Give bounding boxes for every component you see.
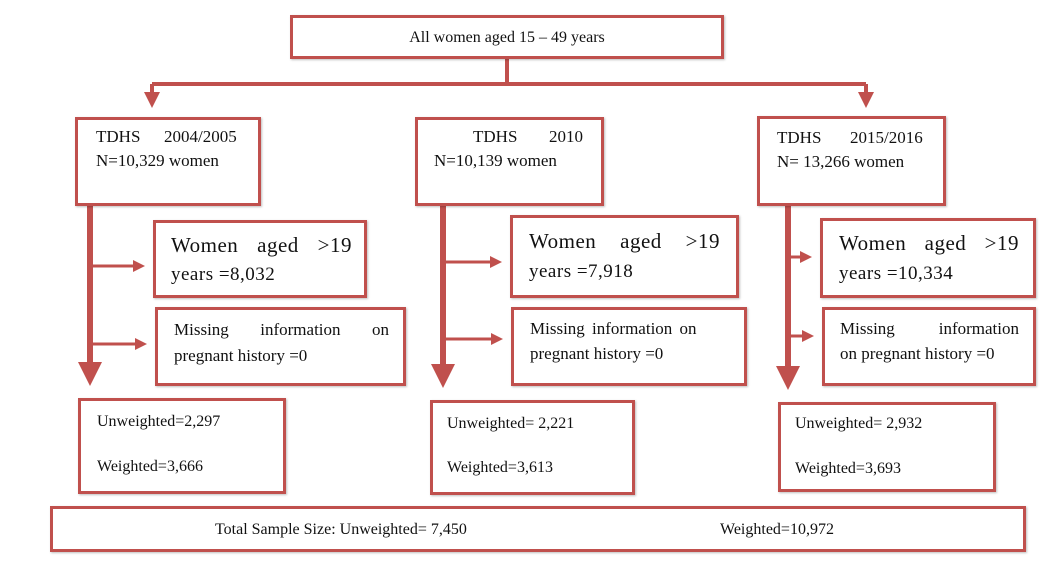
missing-count: on pregnant history =0 (840, 344, 995, 363)
survey-n: N= 13,266 women (777, 152, 905, 171)
age-count: years =8,032 (171, 264, 276, 285)
age-word: aged (924, 231, 967, 255)
weighted-value: Weighted=3,666 (97, 458, 203, 475)
sample-box-2010: Unweighted= 2,221 Weighted=3,613 (430, 400, 635, 495)
age-count: years =7,918 (529, 261, 634, 282)
age-word: Women (839, 231, 907, 255)
missing-word: information (938, 319, 1019, 338)
age-word: aged (620, 229, 662, 253)
sample-box-2004: Unweighted=2,297 Weighted=3,666 (78, 398, 286, 494)
age-word: >19 (317, 233, 352, 257)
age-exclusion-box-2010: Women aged >19 years =7,918 (510, 215, 739, 298)
missing-count: pregnant history =0 (530, 344, 664, 363)
missing-word: Missing (840, 319, 895, 338)
all-women-label: All women aged 15 – 49 years (409, 29, 605, 46)
weighted-value: Weighted=3,613 (447, 459, 553, 476)
survey-name: TDHS (473, 127, 518, 146)
age-exclusion-box-2004: Women aged >19 years =8,032 (153, 220, 367, 298)
missing-count: pregnant history =0 (174, 346, 308, 365)
missing-word: on (372, 320, 389, 339)
all-women-box: All women aged 15 – 49 years (290, 15, 724, 59)
survey-box-2015: TDHS 2015/2016 N= 13,266 women (757, 116, 946, 206)
survey-n: N=10,139 women (434, 151, 557, 170)
missing-info-box-2015: Missing information on pregnant history … (822, 307, 1036, 386)
unweighted-value: Unweighted= 2,932 (795, 415, 923, 432)
missing-word: Missing (174, 320, 229, 339)
total-sample-box: Total Sample Size: Unweighted= 7,450 Wei… (50, 506, 1026, 552)
missing-line: Missing information on (530, 319, 697, 338)
age-word: >19 (984, 231, 1019, 255)
missing-info-box-2004: Missing information on pregnant history … (155, 307, 406, 386)
missing-info-box-2010: Missing information on pregnant history … (511, 307, 747, 386)
survey-year: 2004/2005 (164, 127, 237, 146)
survey-n: N=10,329 women (96, 151, 219, 170)
survey-box-2004: TDHS 2004/2005 N=10,329 women (75, 117, 261, 206)
total-weighted: Weighted=10,972 (720, 521, 834, 538)
survey-year: 2015/2016 (850, 128, 923, 147)
unweighted-value: Unweighted= 2,221 (447, 415, 575, 432)
survey-name: TDHS (96, 127, 141, 146)
survey-year: 2010 (549, 127, 583, 146)
age-count: years =10,334 (839, 263, 954, 284)
weighted-value: Weighted=3,693 (795, 460, 901, 477)
survey-name: TDHS (777, 128, 822, 147)
sample-box-2015: Unweighted= 2,932 Weighted=3,693 (778, 402, 996, 492)
age-word: >19 (685, 229, 720, 253)
age-word: Women (529, 229, 597, 253)
unweighted-value: Unweighted=2,297 (97, 413, 221, 430)
missing-word: information (260, 320, 341, 339)
survey-box-2010: TDHS 2010 N=10,139 women (415, 117, 604, 206)
age-word: Women (171, 233, 239, 257)
age-word: aged (257, 233, 299, 257)
age-exclusion-box-2015: Women aged >19 years =10,334 (820, 218, 1036, 298)
total-unweighted: Total Sample Size: Unweighted= 7,450 (215, 521, 467, 538)
